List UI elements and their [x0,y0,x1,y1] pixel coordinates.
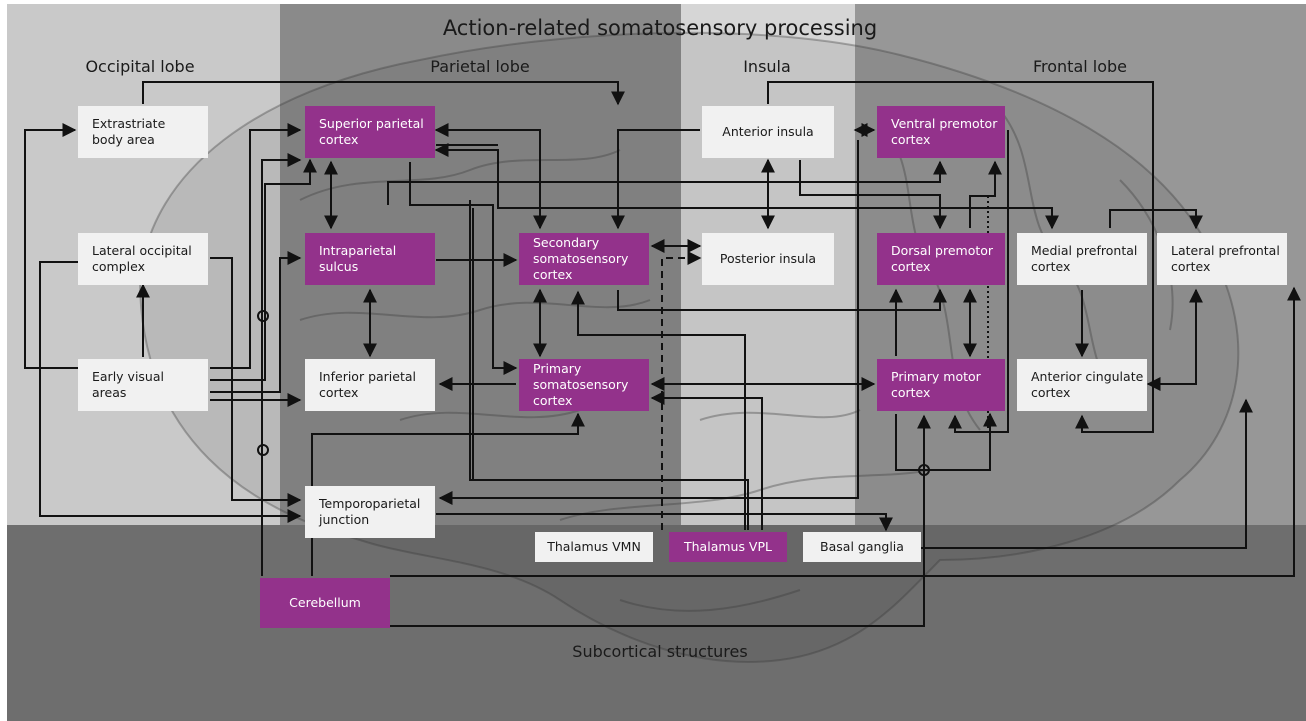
node-medial-prefrontal-cortex: Medial prefrontal cortex [1017,233,1147,285]
occipital-label: Occipital lobe [85,57,195,76]
node-cerebellum: Cerebellum [260,578,390,628]
insula-label: Insula [743,57,791,76]
node-early-visual-areas: Early visual areas [78,359,208,411]
diagram-title: Action-related somatosensory processing [442,16,878,40]
subcortical-label: Subcortical structures [572,642,748,661]
node-superior-parietal-cortex: Superior parietal cortex [305,106,435,158]
parietal-label: Parietal lobe [430,57,530,76]
node-temporoparietal-junction: Temporoparietal junction [305,486,435,538]
node-intraparietal-sulcus: Intraparietal sulcus [305,233,435,285]
node-basal-ganglia: Basal ganglia [803,532,921,562]
node-anterior-insula: Anterior insula [702,106,834,158]
subcortical-region [7,525,1306,721]
node-lateral-prefrontal-cortex: Lateral prefrontal cortex [1157,233,1287,285]
node-ventral-premotor-cortex: Ventral premotor cortex [877,106,1005,158]
node-primary-motor-cortex: Primary motor cortex [877,359,1005,411]
node-anterior-cingulate-cortex: Anterior cingulate cortex [1017,359,1147,411]
node-dorsal-premotor-cortex: Dorsal premotor cortex [877,233,1005,285]
node-thalamus-vmn: Thalamus VMN [535,532,653,562]
node-primary-somatosensory-cortex: Primary somatosensory cortex [519,359,649,411]
node-lateral-occipital-complex: Lateral occipital complex [78,233,208,285]
node-extrastriate-body-area: Extrastriate body area [78,106,208,158]
frontal-label: Frontal lobe [1032,57,1128,76]
node-thalamus-vpl: Thalamus VPL [669,532,787,562]
node-secondary-somatosensory-cortex: Secondary somatosensory cortex [519,233,649,285]
node-posterior-insula: Posterior insula [702,233,834,285]
node-inferior-parietal-cortex: Inferior parietal cortex [305,359,435,411]
